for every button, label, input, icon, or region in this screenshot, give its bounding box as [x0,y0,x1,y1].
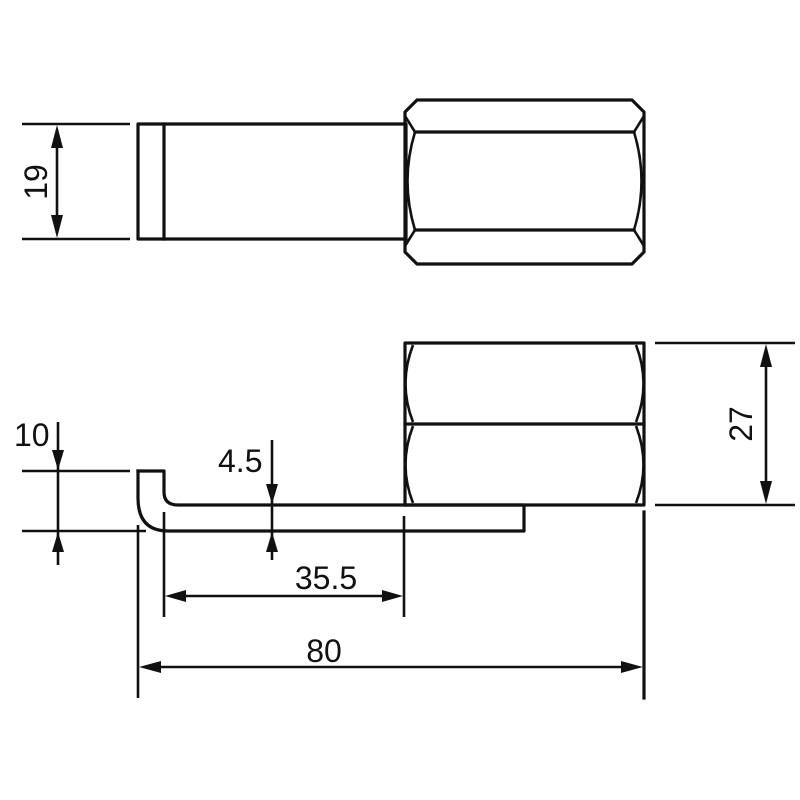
dimension-label-19: 19 [18,164,54,200]
side-view: 27 10 4.5 35. [14,341,795,700]
dimension-27: 27 [655,341,795,507]
top-hex-nut [403,98,646,266]
dimension-80: 80 [139,633,643,673]
side-hex-nut [403,341,646,507]
side-arm [136,469,526,533]
extension-lines [136,510,646,700]
top-arm [136,122,408,241]
dimension-10: 10 [14,417,146,565]
dimension-label-27: 27 [723,406,759,442]
dimension-label-35-5: 35.5 [295,560,357,596]
dimension-label-80: 80 [306,633,342,669]
dimension-35-5: 35.5 [165,560,403,602]
dimension-label-10: 10 [14,417,50,453]
dimension-label-4-5: 4.5 [218,443,262,479]
dimension-19: 19 [18,122,130,241]
dimension-4-5: 4.5 [218,440,278,560]
top-view: 19 [18,98,646,266]
